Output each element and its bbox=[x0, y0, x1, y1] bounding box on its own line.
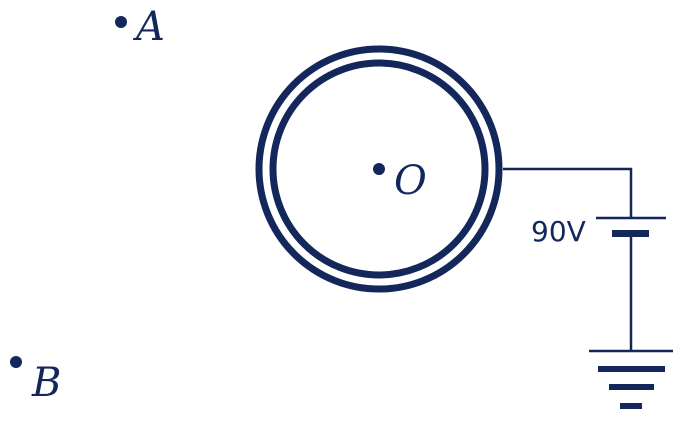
center-o-dot bbox=[373, 163, 385, 175]
connecting-wire bbox=[503, 167, 633, 218]
ground-bar-1 bbox=[598, 366, 665, 372]
sphere-inner-ring bbox=[269, 59, 489, 279]
battery-short-plate bbox=[612, 230, 649, 237]
sphere-outer-ring bbox=[255, 45, 503, 293]
ground-bar-2 bbox=[609, 384, 654, 390]
point-b-label: B bbox=[31, 360, 61, 406]
battery-voltage-label: 90V bbox=[531, 215, 586, 248]
point-a-label: A bbox=[132, 4, 165, 50]
point-b-dot bbox=[10, 356, 22, 368]
center-o-label: O bbox=[394, 158, 427, 204]
ground-bar-3 bbox=[620, 403, 642, 409]
point-a-dot bbox=[115, 16, 127, 28]
